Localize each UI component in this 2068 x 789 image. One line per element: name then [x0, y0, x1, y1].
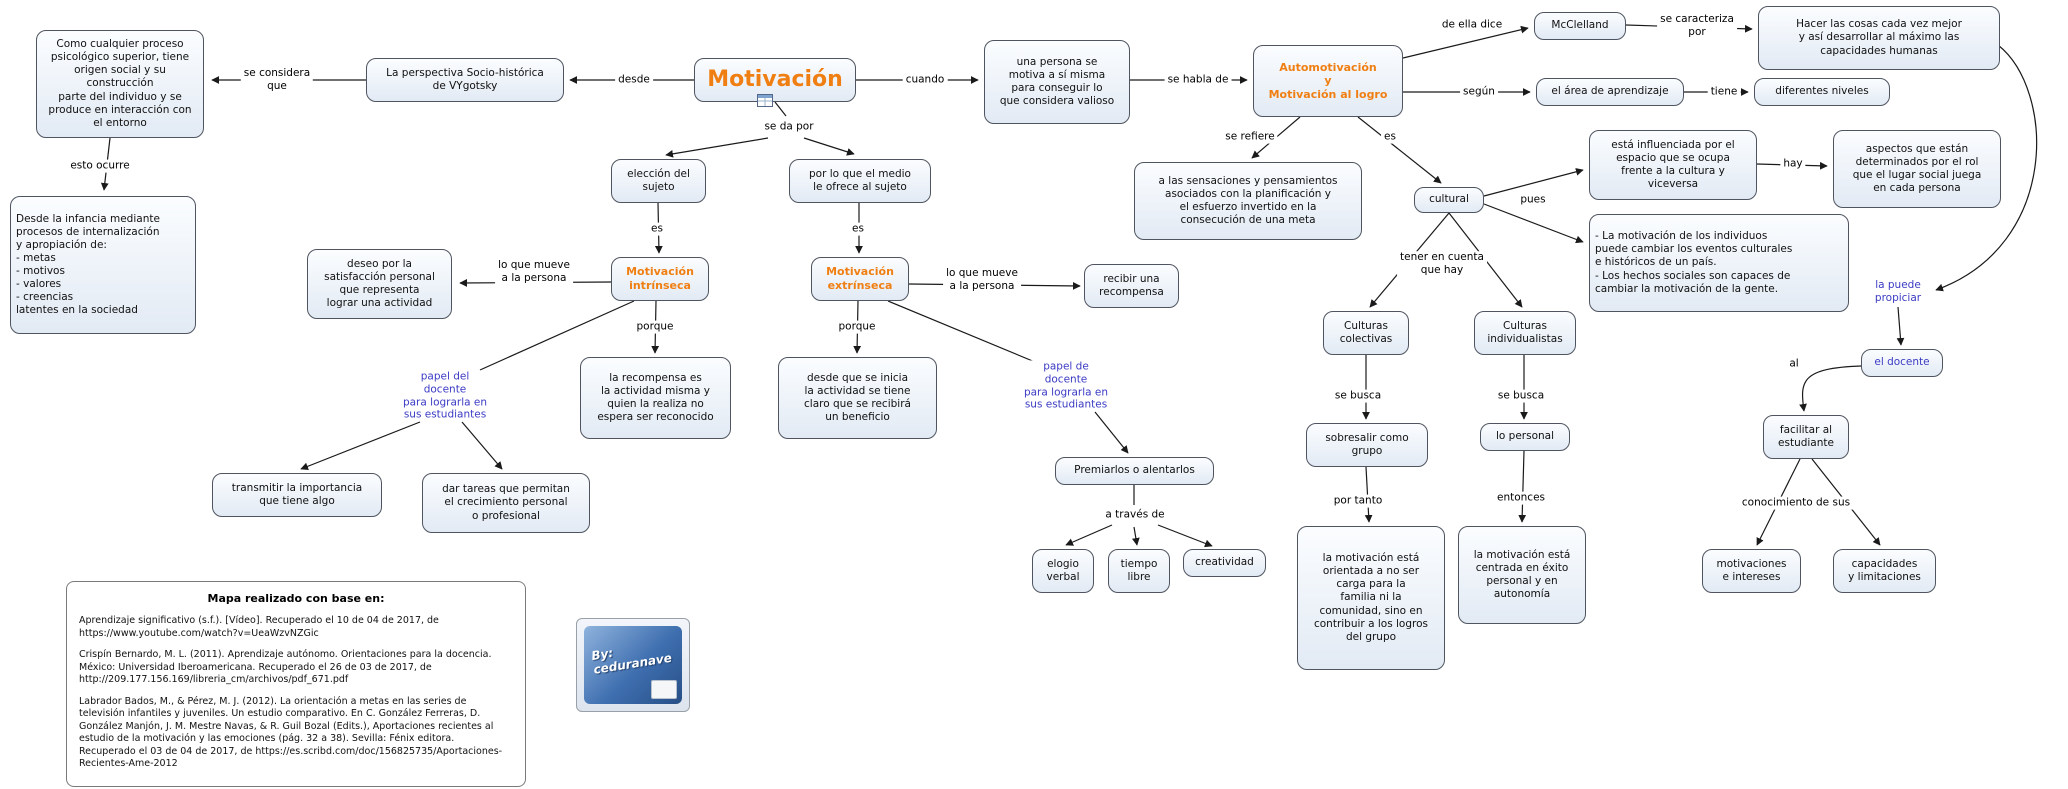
author-badge: By: ceduranave — [576, 618, 690, 712]
cmap-logo-icon — [651, 680, 677, 699]
reference-item: Aprendizaje significativo (s.f.). [Vídeo… — [79, 615, 439, 639]
reference-item: Labrador Bados, M., & Pérez, M. J. (2012… — [79, 695, 503, 770]
link-label-conocimiento-de-sus: conocimiento de sus — [1738, 496, 1854, 510]
node-capacidades-limitaciones[interactable]: capacidades y limitaciones — [1833, 549, 1936, 593]
node-proceso-psicologico[interactable]: Como cualquier proceso psicológico super… — [36, 30, 204, 138]
node-influenciada-espacio[interactable]: está influenciada por el espacio que se … — [1589, 130, 1757, 200]
node-facilitar-estudiante[interactable]: facilitar al estudiante — [1763, 415, 1849, 459]
node-sobresalir-grupo[interactable]: sobresalir como grupo — [1306, 423, 1428, 467]
node-transmitir-importancia[interactable]: transmitir la importancia que tiene algo — [212, 473, 382, 517]
link-label-es-1: es — [648, 222, 666, 236]
node-tiempo-libre[interactable]: tiempo libre — [1108, 549, 1170, 593]
link-label-al: al — [1786, 357, 1802, 371]
node-elogio-verbal[interactable]: elogio verbal — [1032, 549, 1094, 593]
link-label-porque-1: porque — [633, 320, 677, 334]
node-motivacion-individuos[interactable]: - La motivación de los individuos puede … — [1589, 214, 1849, 312]
link-label-se-busca-1: se busca — [1331, 389, 1385, 403]
link-label-pues: pues — [1517, 193, 1549, 207]
author-badge-image: By: ceduranave — [584, 626, 682, 704]
link-label-es-cultural: es — [1381, 130, 1399, 144]
node-dar-tareas[interactable]: dar tareas que permitan el crecimiento p… — [422, 473, 590, 533]
node-recibir-recompensa[interactable]: recibir una recompensa — [1084, 264, 1179, 308]
link-label-se-caracteriza-por: se caracteriza por — [1657, 13, 1737, 39]
node-medio-ofrece[interactable]: por lo que el medio le ofrece al sujeto — [789, 159, 931, 203]
node-hacer-las-cosas[interactable]: Hacer las cosas cada vez mejor y así des… — [1758, 6, 2000, 70]
node-persona-se-motiva[interactable]: una persona se motiva a sí misma para co… — [984, 40, 1130, 124]
node-culturas-individualistas[interactable]: Culturas individualistas — [1474, 311, 1576, 355]
link-label-hay: hay — [1780, 157, 1806, 171]
resource-icon[interactable] — [757, 92, 773, 107]
references-title: Mapa realizado con base en: — [207, 592, 385, 605]
link-label-tener-en-cuenta: tener en cuenta que hay — [1397, 251, 1487, 277]
link-label-papel-del-docente: papel del docente para lograrla en sus e… — [399, 370, 491, 422]
node-area-aprendizaje[interactable]: el área de aprendizaje — [1536, 78, 1684, 106]
node-motivaciones-intereses[interactable]: motivaciones e intereses — [1702, 549, 1801, 593]
node-recompensa-actividad[interactable]: la recompensa es la actividad misma y qu… — [580, 357, 731, 439]
node-eleccion-sujeto[interactable]: elección del sujeto — [611, 159, 706, 203]
node-mcclelland[interactable]: McClelland — [1534, 12, 1626, 40]
link-label-segun: según — [1460, 85, 1498, 99]
node-el-docente[interactable]: el docente — [1861, 349, 1943, 377]
author-badge-text: By: ceduranave — [590, 645, 673, 677]
link-label-de-ella-dice: de ella dice — [1438, 18, 1506, 32]
node-desde-infancia[interactable]: Desde la infancia mediante procesos de i… — [10, 196, 196, 334]
link-label-lo-que-mueve-1: lo que mueve a la persona — [495, 259, 573, 285]
node-culturas-colectivas[interactable]: Culturas colectivas — [1323, 311, 1409, 355]
node-lo-personal[interactable]: lo personal — [1480, 423, 1570, 451]
link-label-se-busca-2: se busca — [1494, 389, 1548, 403]
link-label-se-habla-de: se habla de — [1164, 73, 1232, 87]
link-label-se-da-por: se da por — [761, 120, 817, 134]
link-label-papel-de-docente: papel de docente para lograrla en sus es… — [1020, 360, 1112, 412]
node-perspectiva-vygotsky[interactable]: La perspectiva Socio-histórica de VYgots… — [366, 58, 564, 102]
link-label-es-2: es — [849, 222, 867, 236]
link-label-se-refiere: se refiere — [1222, 130, 1278, 144]
link-label-a-traves-de: a través de — [1102, 508, 1168, 522]
node-deseo-satisfaccion[interactable]: deseo por la satisfacción personal que r… — [307, 249, 452, 319]
node-motivacion[interactable]: Motivación — [694, 58, 856, 102]
references-box: Mapa realizado con base en: Aprendizaje … — [66, 581, 526, 787]
node-motivacion-orientada-grupo[interactable]: la motivación está orientada a no ser ca… — [1297, 526, 1445, 670]
node-premiarlos-alentarlos[interactable]: Premiarlos o alentarlos — [1055, 457, 1214, 485]
link-label-desde: desde — [615, 73, 653, 87]
link-label-entonces: entonces — [1493, 491, 1549, 505]
node-motivacion-extrinseca[interactable]: Motivación extrínseca — [811, 257, 909, 301]
reference-item: Crispín Bernardo, M. L. (2011). Aprendiz… — [79, 649, 492, 686]
node-motivacion-intrinseca[interactable]: Motivación intrínseca — [611, 257, 709, 301]
link-label-cuando: cuando — [902, 73, 948, 87]
link-label-la-puede-propiciar: la puede propiciar — [1871, 279, 1925, 305]
link-label-lo-que-mueve-2: lo que mueve a la persona — [943, 267, 1021, 293]
link-label-tiene: tiene — [1707, 85, 1741, 99]
node-desde-inicia-beneficio[interactable]: desde que se inicia la actividad se tien… — [778, 357, 937, 439]
link-label-porque-2: porque — [835, 320, 879, 334]
node-motivacion-centrada-exito[interactable]: la motivación está centrada en éxito per… — [1458, 526, 1586, 624]
resource-grid-icon — [757, 94, 773, 107]
node-sensaciones[interactable]: a las sensaciones y pensamientos asociad… — [1134, 162, 1362, 240]
link-label-esto-ocurre: esto ocurre — [67, 159, 133, 173]
node-diferentes-niveles[interactable]: diferentes niveles — [1754, 78, 1890, 106]
link-label-por-tanto: por tanto — [1330, 494, 1386, 508]
node-automotivacion[interactable]: Automotivación y Motivación al logro — [1253, 45, 1403, 117]
node-aspectos-rol-social[interactable]: aspectos que están determinados por el r… — [1833, 130, 2001, 208]
link-label-se-considera-que: se considera que — [240, 67, 314, 93]
node-creatividad[interactable]: creatividad — [1183, 549, 1266, 577]
node-cultural[interactable]: cultural — [1414, 187, 1484, 213]
